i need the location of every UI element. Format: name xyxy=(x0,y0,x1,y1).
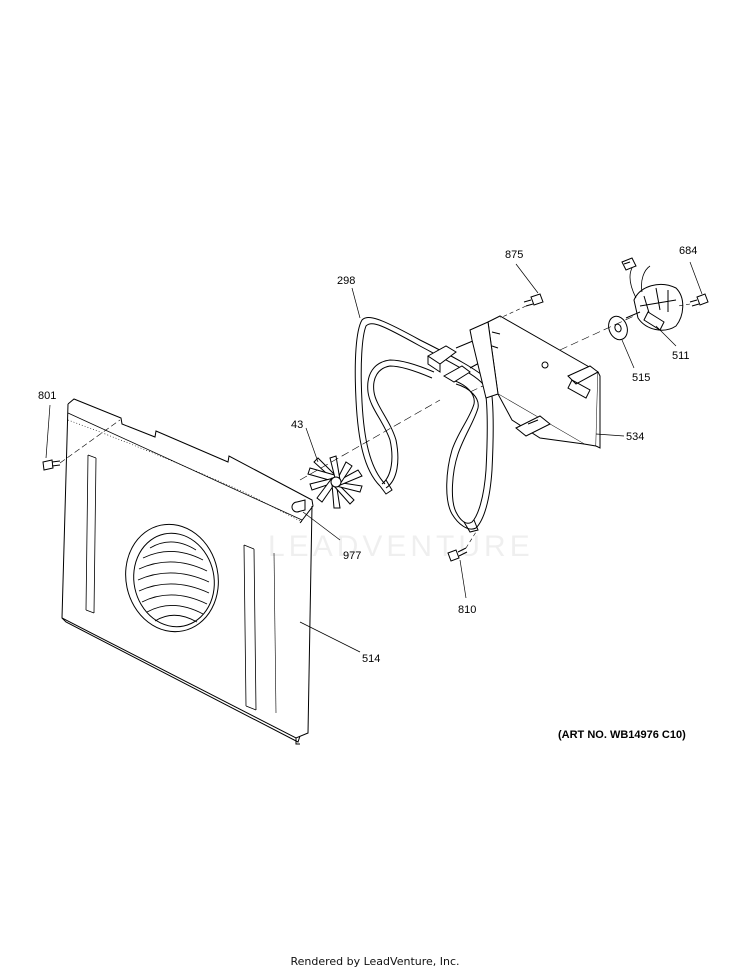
part-label-977: 977 xyxy=(343,550,361,562)
part-label-514: 514 xyxy=(362,653,380,665)
screw-684 xyxy=(677,261,709,307)
part-label-810: 810 xyxy=(458,604,476,616)
part-label-684: 684 xyxy=(679,245,697,257)
art-number: (ART NO. WB14976 C10) xyxy=(558,729,686,741)
screw-801 xyxy=(42,404,121,471)
part-label-801: 801 xyxy=(38,390,56,402)
fan-blade xyxy=(305,427,363,509)
part-label-43: 43 xyxy=(291,419,303,431)
washer-515 xyxy=(608,315,635,369)
rear-panel xyxy=(61,398,361,745)
spacer-977 xyxy=(291,499,341,541)
axis-line xyxy=(559,315,635,351)
part-label-298: 298 xyxy=(337,275,355,287)
part-label-875: 875 xyxy=(505,249,523,261)
part-label-511: 511 xyxy=(672,350,690,362)
part-label-515: 515 xyxy=(632,372,650,384)
footer-credit: Rendered by LeadVenture, Inc. xyxy=(290,955,460,968)
screw-810 xyxy=(447,531,477,599)
fan-motor xyxy=(621,257,684,347)
fan-bracket xyxy=(469,315,625,449)
screw-875 xyxy=(499,263,544,319)
watermark: LEADVENTURE xyxy=(268,530,534,563)
part-label-534: 534 xyxy=(626,431,644,443)
